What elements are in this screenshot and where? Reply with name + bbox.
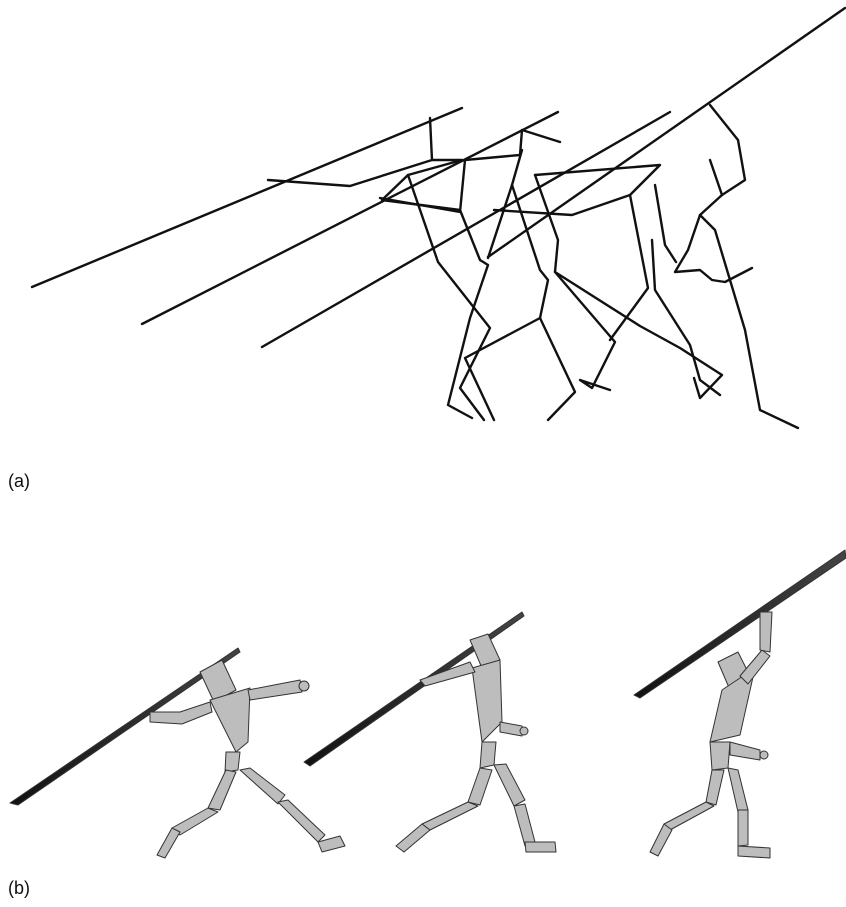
foot-2a bbox=[396, 824, 430, 852]
shin-1b bbox=[278, 800, 325, 842]
thigh-1b bbox=[240, 768, 285, 804]
foot-1a bbox=[157, 828, 180, 858]
leg-4b bbox=[652, 240, 720, 395]
leg-1a bbox=[408, 160, 490, 420]
javelin-line-2 bbox=[142, 112, 558, 324]
stick-figure-svg bbox=[0, 0, 846, 440]
panel-b-label: (b) bbox=[8, 878, 30, 899]
stick-figure-panel bbox=[0, 0, 846, 440]
torso-2 bbox=[472, 660, 502, 742]
hand-2 bbox=[520, 727, 528, 735]
leg-2b bbox=[465, 318, 540, 420]
thigh-3a bbox=[706, 770, 724, 805]
stick-figure-2 bbox=[142, 112, 575, 420]
javelin-line-4 bbox=[488, 8, 845, 257]
foot-3a bbox=[650, 824, 672, 856]
body-model-3 bbox=[634, 550, 846, 858]
arm-2 bbox=[500, 722, 522, 736]
foot-3b bbox=[738, 846, 770, 858]
body-model-svg bbox=[0, 540, 846, 870]
panel-a-label: (a) bbox=[8, 471, 30, 492]
body-model-2 bbox=[304, 612, 556, 852]
shin-2b bbox=[514, 804, 535, 846]
javelin-line-1 bbox=[32, 108, 462, 287]
body-model-1 bbox=[10, 648, 345, 858]
pelvis-1 bbox=[225, 752, 240, 772]
pelvis-3 bbox=[710, 742, 730, 770]
thigh-2a bbox=[468, 768, 492, 805]
arm-4 bbox=[710, 105, 745, 195]
arm-3b bbox=[730, 742, 760, 760]
foot-2b bbox=[525, 842, 556, 852]
right-hand-1 bbox=[299, 681, 309, 691]
thigh-3b bbox=[728, 768, 748, 812]
arm-4b bbox=[655, 185, 676, 262]
shin-2a bbox=[422, 802, 478, 830]
arm-2 bbox=[380, 130, 560, 212]
forearm-3 bbox=[760, 612, 772, 652]
shin-3b bbox=[738, 810, 748, 846]
pelvis-2 bbox=[480, 742, 496, 768]
shin-3a bbox=[664, 802, 714, 830]
torso-4 bbox=[675, 195, 752, 282]
javelin-line-3 bbox=[262, 112, 670, 347]
forearm-2 bbox=[488, 185, 512, 258]
leg-1b bbox=[382, 175, 488, 418]
leg-4a bbox=[700, 215, 798, 428]
stick-figure-4 bbox=[488, 8, 845, 428]
body-model-panel bbox=[0, 540, 846, 870]
thigh-2b bbox=[494, 764, 525, 806]
hand-3 bbox=[760, 751, 768, 759]
thigh-1a bbox=[208, 770, 236, 810]
right-arm-1 bbox=[248, 680, 302, 700]
